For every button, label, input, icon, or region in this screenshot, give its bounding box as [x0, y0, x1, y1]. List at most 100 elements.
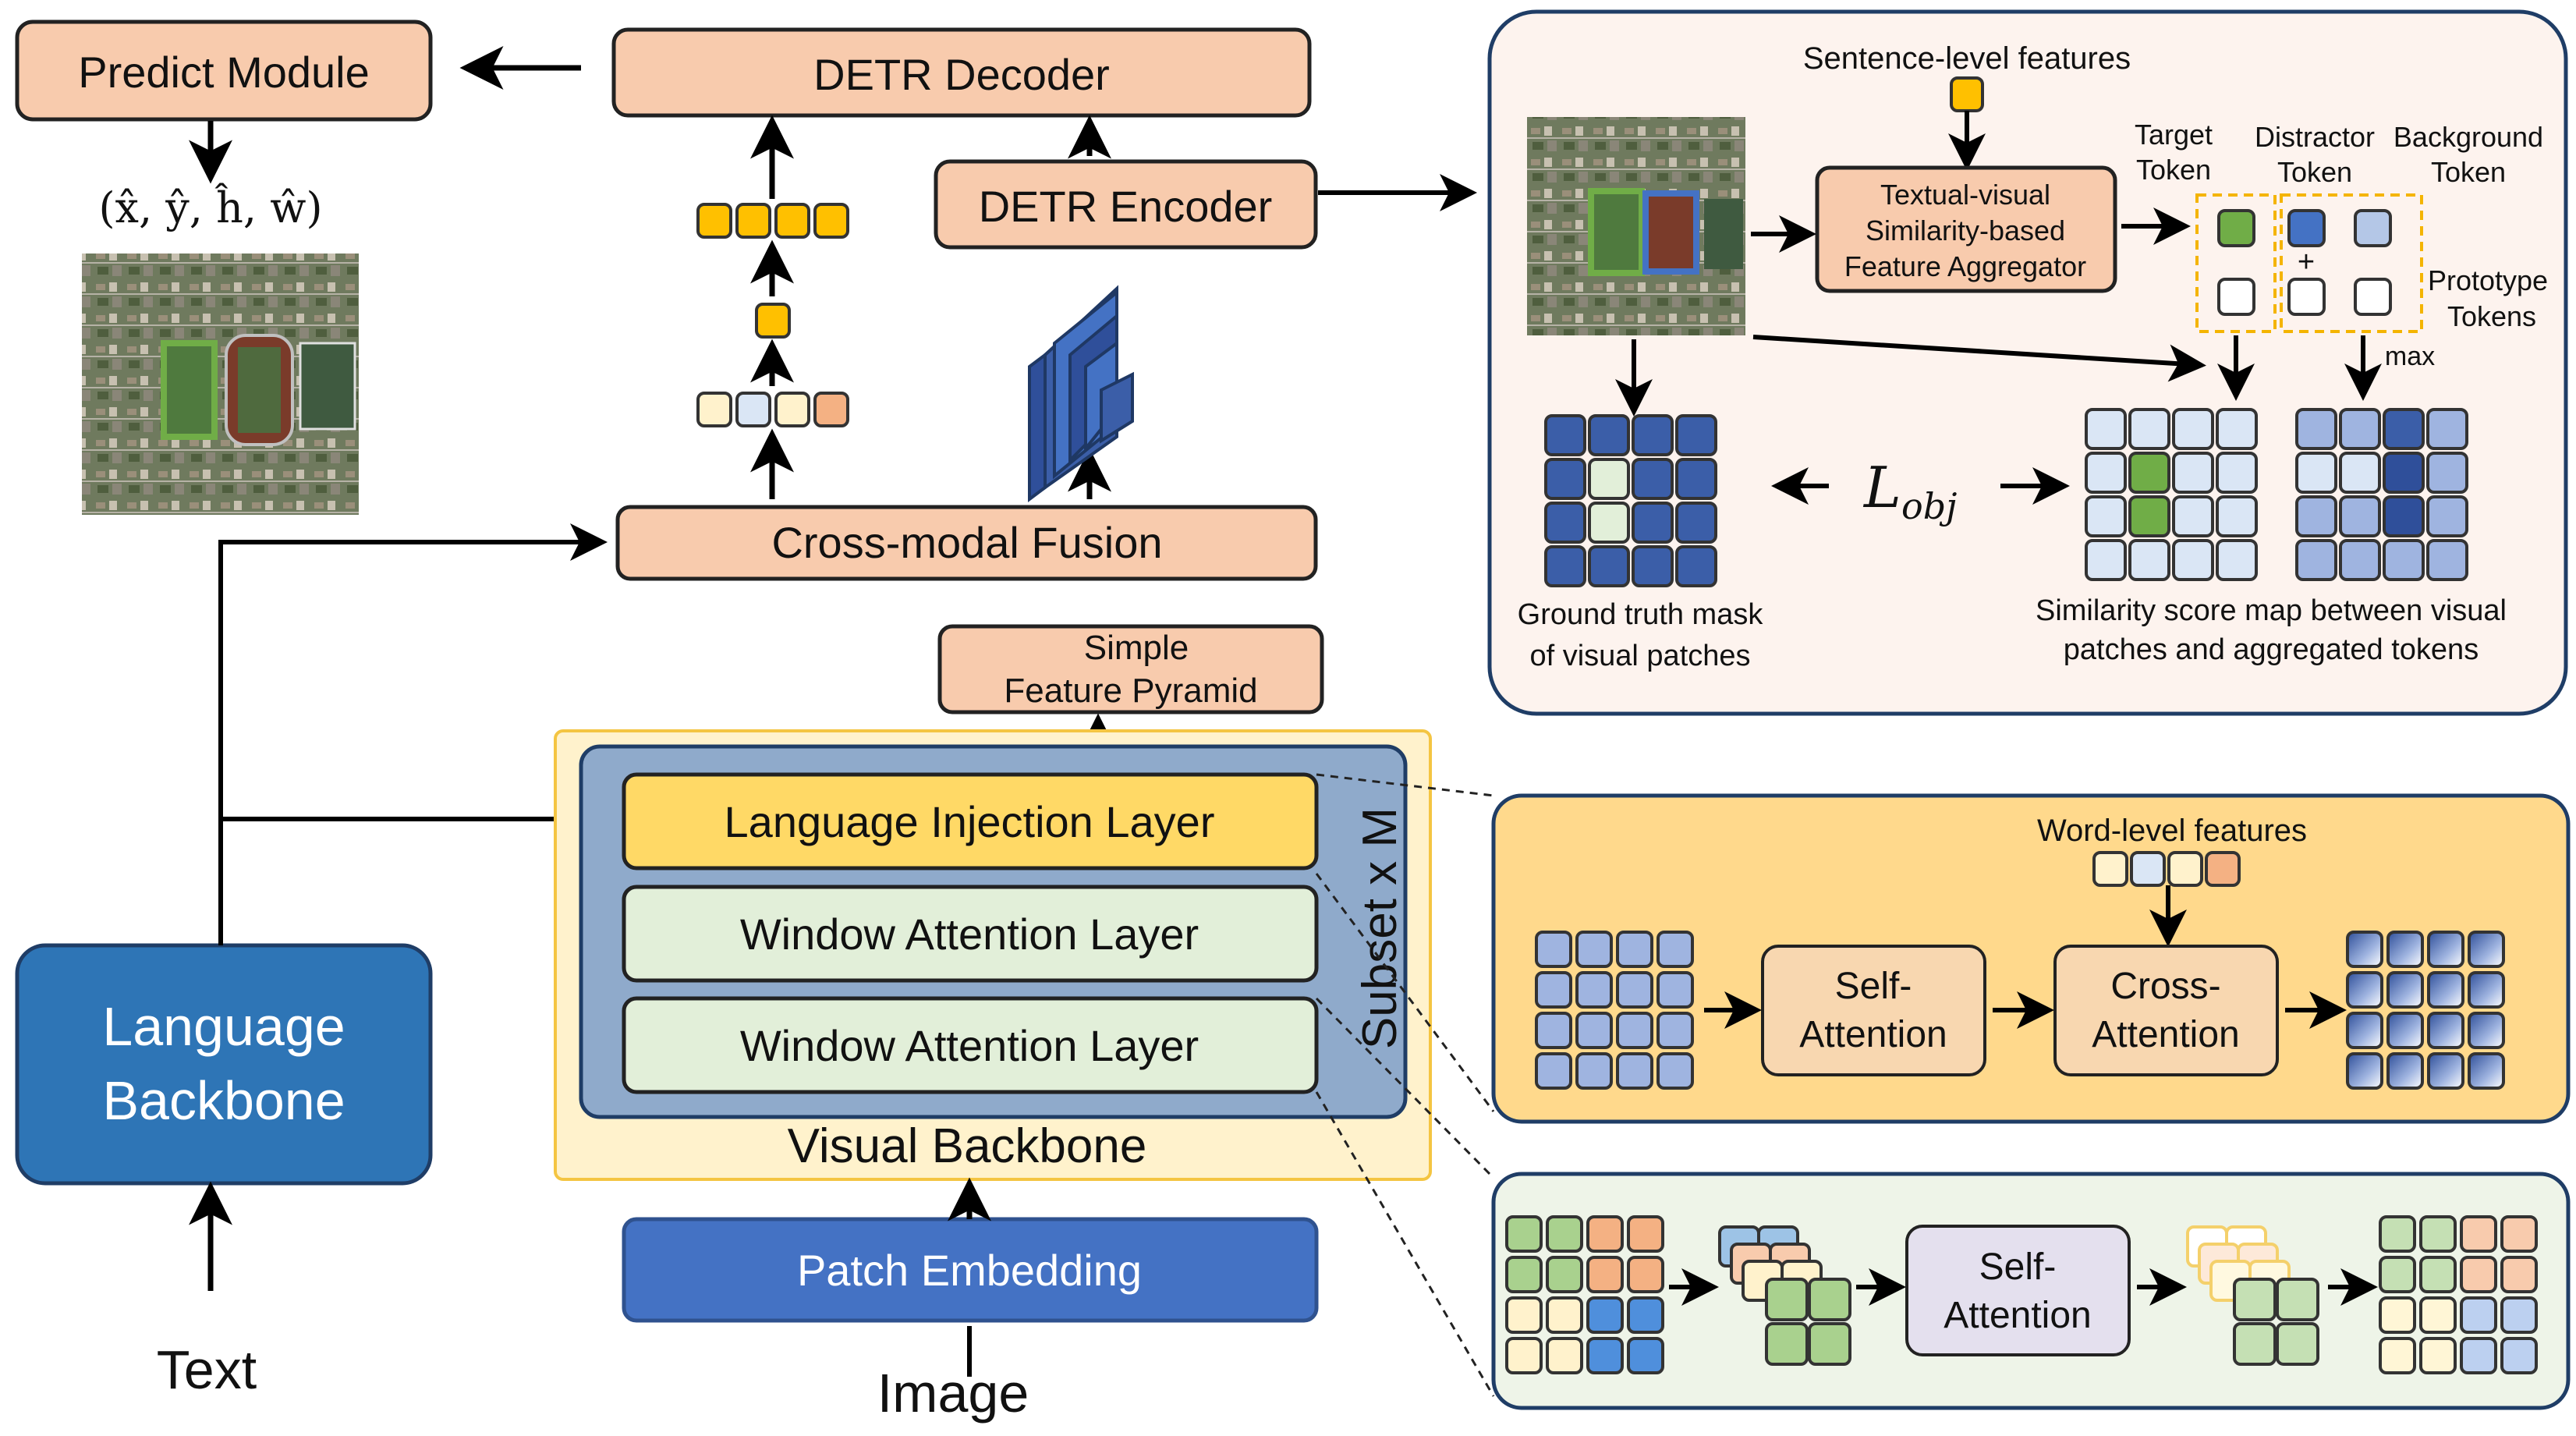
grid-cell — [1588, 502, 1630, 544]
grid-cell — [2128, 539, 2170, 581]
distractor-background-prototype-group: + — [2280, 193, 2423, 333]
center-vertical-arrows — [750, 115, 1120, 768]
gt-mask-caption-2: of visual patches — [1529, 640, 1750, 672]
grid-cell — [2379, 1256, 2416, 1293]
objectness-arrows — [1615, 335, 2382, 505]
prediction-image — [82, 254, 359, 515]
injection-self-attention: Self- Attention — [1761, 945, 1986, 1076]
grid-cell — [2383, 495, 2425, 537]
grid-cell — [2346, 1052, 2383, 1090]
max-label: max — [2385, 342, 2435, 371]
grid-cell — [2460, 1215, 2497, 1253]
grid-cell — [2128, 408, 2170, 450]
grid-cell — [1546, 1256, 1583, 1293]
grid-cell — [1616, 971, 1653, 1009]
grid-cell — [2426, 539, 2468, 581]
subset-label: Subset x M — [1353, 807, 1407, 1049]
fused-feature-tokens — [696, 392, 849, 427]
grid-cell — [1657, 971, 1694, 1009]
grid-cell — [1632, 414, 1674, 456]
prototype-tokens-label-2: Tokens — [2447, 300, 2536, 332]
grid-cell — [2468, 1052, 2505, 1090]
grid-cell — [2500, 1256, 2538, 1293]
feature-pyramid-icon — [1028, 285, 1134, 502]
grid-cell — [2426, 408, 2468, 450]
grid-cell — [2128, 452, 2170, 494]
language-backbone-label-2: Backbone — [102, 1070, 345, 1131]
grid-cell — [1535, 1012, 1572, 1049]
grid-cell — [1586, 1337, 1624, 1374]
language-backbone-label-1: Language — [102, 996, 345, 1057]
grid-cell — [2386, 1012, 2424, 1049]
grid-cell — [1627, 1296, 1664, 1334]
grid-cell — [2295, 408, 2337, 450]
grid-cell — [1675, 545, 1717, 587]
detail-connectors — [1315, 773, 1495, 1397]
visual-backbone-label: Visual Backbone — [788, 1119, 1147, 1173]
grid-cell — [2427, 1052, 2464, 1090]
grid-cell — [1675, 414, 1717, 456]
grid-cell — [2216, 452, 2258, 494]
grid-cell — [2426, 452, 2468, 494]
grid-cell — [1575, 1012, 1613, 1049]
grid-cell — [2085, 495, 2127, 537]
grid-cell — [2419, 1256, 2457, 1293]
language-feature-routing — [218, 523, 615, 945]
detr-encoder: DETR Encoder — [934, 159, 1318, 250]
cross-modal-fusion-label: Cross-modal Fusion — [771, 518, 1162, 567]
window-self-attention: Self- Attention — [1905, 1225, 2131, 1356]
grid-cell — [2419, 1296, 2457, 1334]
grid-cell — [1535, 1052, 1572, 1090]
grid-cell — [2468, 1012, 2505, 1049]
simple-feature-pyramid-label-2: Feature Pyramid — [1004, 672, 1257, 710]
grid-cell — [1627, 1256, 1664, 1293]
grid-cell — [1535, 971, 1572, 1009]
grid-cell — [1544, 414, 1586, 456]
grid-cell — [1546, 1337, 1583, 1374]
grid-cell — [1586, 1296, 1624, 1334]
window-attention-layer-2: Window Attention Layer — [622, 996, 1319, 1094]
grid-cell — [2386, 1052, 2424, 1090]
text-input-label: Text — [157, 1339, 257, 1400]
grid-cell — [1632, 502, 1674, 544]
grid-cell — [2460, 1337, 2497, 1374]
background-token-label-1: Background — [2394, 121, 2543, 153]
predict-module: Predict Module — [15, 20, 433, 122]
grid-cell — [2295, 495, 2337, 537]
injection-cross-attention-label-2: Attention — [2092, 1014, 2239, 1055]
grid-cell — [2379, 1337, 2416, 1374]
grid-cell — [1627, 1337, 1664, 1374]
gt-mask-caption-1: Ground truth mask — [1518, 598, 1764, 631]
feature-aggregator: Textual-visual Similarity-based Feature … — [1815, 165, 2117, 293]
grid-cell — [1588, 545, 1630, 587]
similarity-caption-1: Similarity score map between visual — [2036, 594, 2507, 627]
grid-cell — [1586, 1256, 1624, 1293]
grid-cell — [2295, 539, 2337, 581]
grid-cell — [1588, 414, 1630, 456]
grid-cell — [2500, 1337, 2538, 1374]
grid-cell — [1544, 502, 1586, 544]
simple-feature-pyramid-label-1: Simple — [1084, 629, 1189, 667]
similarity-max-map — [2295, 408, 2468, 581]
grid-cell — [1657, 1012, 1694, 1049]
grid-cell — [2500, 1296, 2538, 1334]
detr-decoder: DETR Decoder — [611, 27, 1312, 118]
grid-cell — [1657, 1052, 1694, 1090]
grid-cell — [2339, 495, 2381, 537]
grid-cell — [1535, 931, 1572, 968]
grid-cell — [2085, 408, 2127, 450]
grid-cell — [1505, 1337, 1543, 1374]
grid-cell — [2172, 452, 2214, 494]
similarity-score-map — [2085, 408, 2258, 581]
grid-cell — [1616, 931, 1653, 968]
grid-cell — [1546, 1296, 1583, 1334]
similarity-caption-2: patches and aggregated tokens — [2064, 633, 2479, 666]
distractor-token-label-1: Distractor — [2255, 121, 2375, 153]
grid-cell — [2346, 971, 2383, 1009]
distractor-token-empty — [2287, 278, 2326, 316]
sentence-feature-token — [1950, 76, 1984, 112]
grid-cell — [2379, 1215, 2416, 1253]
grid-cell — [1505, 1296, 1543, 1334]
grid-cell — [2085, 539, 2127, 581]
background-token-empty — [2354, 278, 2392, 316]
